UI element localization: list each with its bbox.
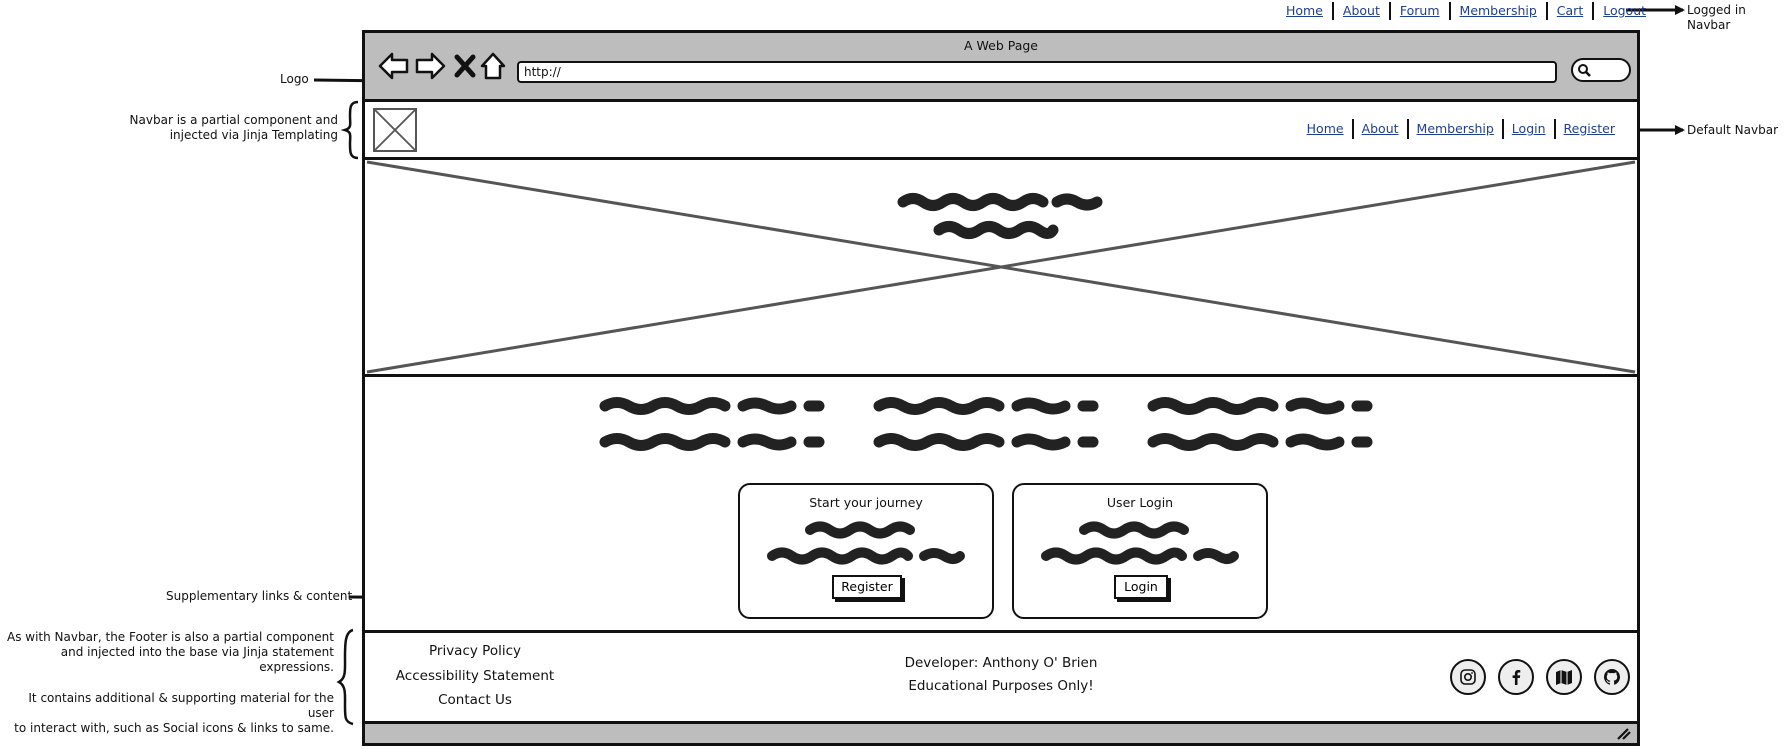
annotation-navbar: Navbar is a partial component and inject…: [100, 113, 338, 143]
annotation-logged-in-navbar: Logged in Navbar: [1687, 3, 1746, 32]
login-button[interactable]: Login: [1114, 575, 1168, 599]
register-card: Start your journey Register: [738, 483, 994, 619]
brace-footer: [336, 628, 354, 726]
login-card: User Login Login: [1012, 483, 1268, 619]
annotation-logo: Logo: [280, 72, 309, 86]
url-input[interactable]: http://: [517, 61, 1557, 83]
brace-navbar: [340, 100, 359, 160]
back-arrow-icon[interactable]: [377, 49, 411, 83]
register-card-text-scribble: [767, 521, 965, 565]
default-nav-links: Home About Membership Login Register: [1299, 119, 1623, 139]
annotation-footer-line5: to interact with, such as Social icons &…: [14, 721, 334, 735]
hero-image-placeholder: [365, 160, 1637, 377]
map-glyph: [1556, 670, 1572, 685]
footer-purpose: Educational Purposes Only!: [908, 678, 1094, 694]
search-icon: [1578, 64, 1591, 77]
logged-in-navbar: Home About Forum Membership Cart Logout: [1280, 1, 1655, 21]
map-icon[interactable]: [1546, 659, 1582, 695]
window-title: A Web Page: [963, 38, 1038, 53]
browser-window: A Web Page http:// Ho: [362, 30, 1640, 746]
instagram-glyph: [1460, 669, 1476, 685]
browser-titlebar: A Web Page http://: [365, 33, 1637, 102]
annotation-footer-line3: expressions.: [259, 660, 334, 674]
nav-about[interactable]: About: [1351, 119, 1407, 139]
annotation-navbar-line2: injected via Jinja Templating: [169, 128, 338, 142]
github-icon[interactable]: [1594, 659, 1630, 695]
annotation-navbar-line1: Navbar is a partial component and: [129, 113, 338, 127]
footer-link-contact[interactable]: Contact Us: [438, 692, 512, 708]
footer: Privacy Policy Accessibility Statement C…: [365, 630, 1637, 724]
default-navbar: Home About Membership Login Register: [365, 102, 1637, 160]
annotation-footer-line2: and injected into the base via Jinja sta…: [60, 645, 334, 659]
logo-image-icon: [375, 110, 415, 150]
top-nav-membership[interactable]: Membership: [1448, 2, 1546, 20]
login-card-text-scribble: [1041, 521, 1239, 565]
hero-heading-scribble: [897, 193, 1103, 239]
annotation-footer-line1: As with Navbar, the Footer is also a par…: [6, 630, 334, 644]
footer-link-privacy[interactable]: Privacy Policy: [428, 643, 521, 659]
top-nav-forum[interactable]: Forum: [1388, 2, 1449, 20]
annotation-footer: As with Navbar, the Footer is also a par…: [2, 630, 334, 736]
footer-link-accessibility[interactable]: Accessibility Statement: [395, 668, 555, 684]
register-button[interactable]: Register: [832, 575, 902, 599]
browser-status-bar: [365, 724, 1637, 743]
top-nav-logout[interactable]: Logout: [1592, 2, 1655, 20]
search-button[interactable]: [1571, 58, 1631, 82]
hero-placeholder-cross: [366, 160, 1636, 374]
facebook-icon[interactable]: [1498, 659, 1534, 695]
instagram-icon[interactable]: [1450, 659, 1486, 695]
nav-login[interactable]: Login: [1501, 119, 1554, 139]
home-icon[interactable]: [479, 49, 507, 83]
intro-text-scribble: [599, 397, 1373, 451]
footer-developer: Developer: Anthony O' Brien: [904, 655, 1098, 671]
resize-grip-icon[interactable]: [1615, 726, 1631, 740]
github-glyph: [1604, 669, 1620, 685]
nav-register[interactable]: Register: [1553, 119, 1623, 139]
annotation-supplementary: Supplementary links & content: [166, 589, 353, 603]
register-card-title: Start your journey: [809, 495, 923, 510]
annotation-default-navbar: Default Navbar: [1687, 123, 1778, 137]
annotation-footer-line4: It contains additional & supporting mate…: [28, 691, 334, 720]
nav-home[interactable]: Home: [1306, 121, 1344, 136]
stop-icon[interactable]: [453, 49, 477, 83]
facebook-glyph: [1512, 670, 1521, 685]
top-nav-cart[interactable]: Cart: [1545, 2, 1592, 20]
top-nav-home[interactable]: Home: [1286, 3, 1323, 18]
login-card-title: User Login: [1106, 495, 1174, 510]
logo-placeholder[interactable]: [373, 108, 417, 152]
content-section: Start your journey Register User Login: [365, 380, 1637, 630]
top-nav-about[interactable]: About: [1331, 2, 1389, 20]
forward-arrow-icon[interactable]: [413, 49, 447, 83]
nav-membership[interactable]: Membership: [1406, 119, 1502, 139]
